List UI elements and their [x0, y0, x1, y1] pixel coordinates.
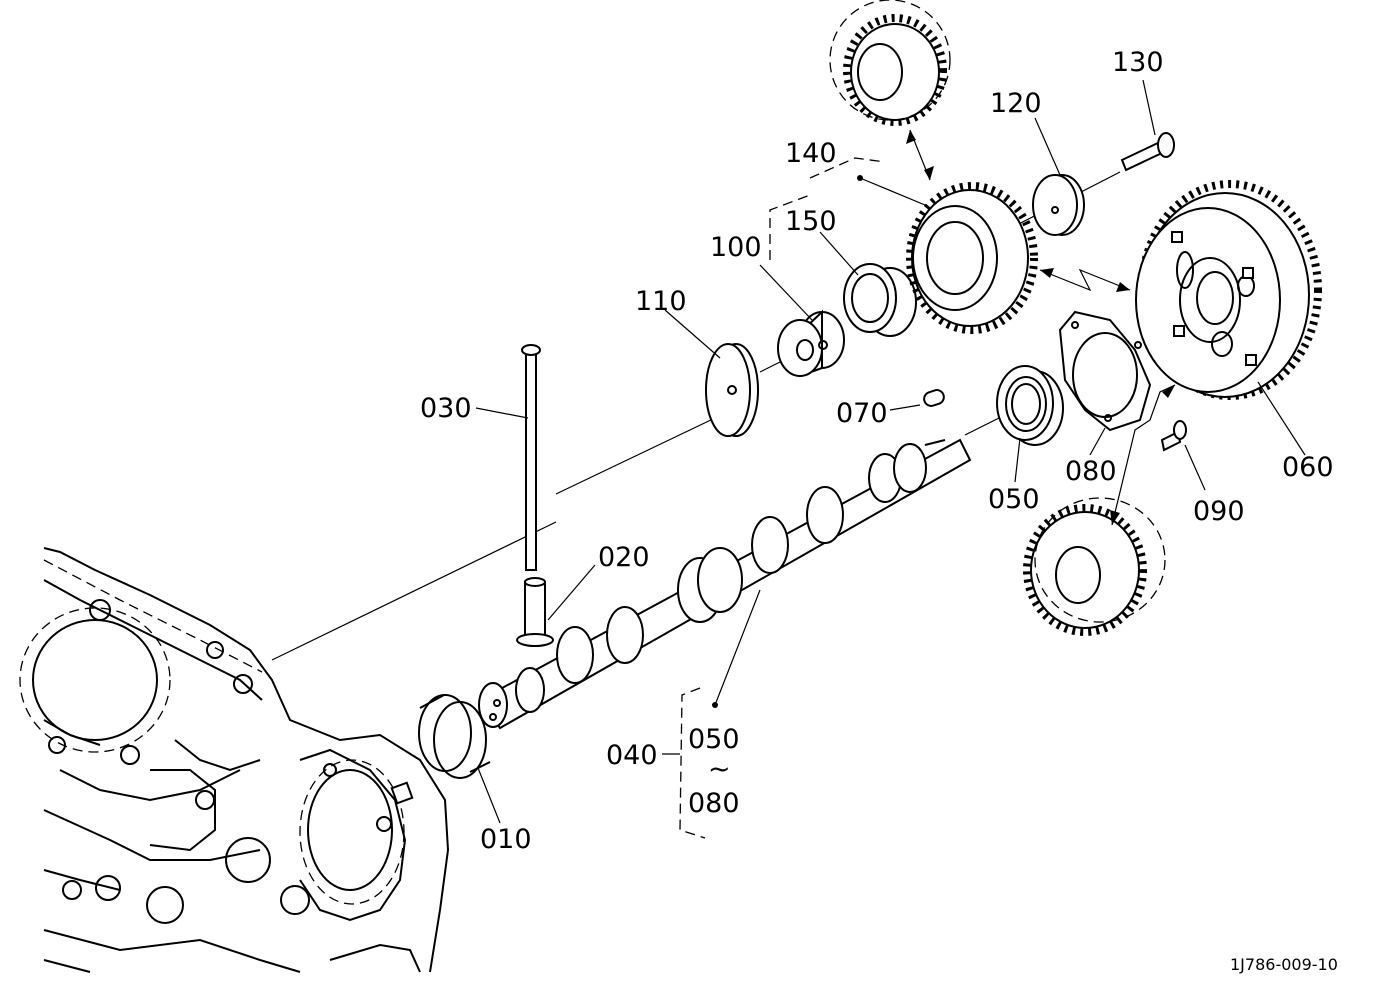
- label-080: 080: [1065, 456, 1117, 487]
- label-110: 110: [635, 286, 687, 317]
- label-010: 010: [480, 824, 532, 855]
- part-080-bearing-retainer-plate: [1058, 310, 1152, 432]
- label-060: 060: [1282, 452, 1334, 483]
- label-030: 030: [420, 393, 472, 424]
- part-130-idler-gear-bolt: [1120, 132, 1175, 172]
- part-140-idler-gear: [906, 182, 1038, 334]
- gear-mesh-arrows: [906, 129, 1176, 526]
- engine-block-illustration: [19, 547, 450, 973]
- part-010-bushing: [418, 694, 491, 779]
- part-040-camshaft: [478, 438, 972, 730]
- label-040: 040: [606, 740, 658, 771]
- part-120-idler-gear-plate: [1032, 174, 1085, 236]
- label-040-range-to: 080: [688, 788, 740, 819]
- part-090-bolt: [1160, 420, 1187, 452]
- document-number: 1J786-009-10: [1230, 955, 1338, 974]
- part-110-thrust-plate: [705, 343, 759, 437]
- label-070: 070: [836, 398, 888, 429]
- part-150-bushing: [843, 263, 917, 337]
- part-020-tappet: [516, 577, 554, 647]
- part-030-push-rod: [521, 344, 541, 571]
- label-120: 120: [990, 88, 1042, 119]
- part-100-idler-gear-shaft: [777, 309, 845, 378]
- part-labels: 010 020 030 040 050 ~ 080 050 060 070 08…: [420, 47, 1334, 855]
- label-090: 090: [1193, 496, 1245, 527]
- reference-gear-upper: [829, 0, 951, 126]
- group-bracket-040: [662, 687, 706, 839]
- label-050: 050: [988, 484, 1040, 515]
- leader-lines: [475, 79, 1306, 824]
- label-040-range-sep: ~: [708, 754, 731, 785]
- label-020: 020: [598, 542, 650, 573]
- label-150: 150: [785, 206, 837, 237]
- part-070-feather-key: [923, 389, 945, 407]
- group-bracket-140: [769, 157, 886, 260]
- part-050-ball-bearing: [996, 365, 1064, 446]
- label-040-range-from: 050: [688, 724, 740, 755]
- part-060-cam-gear: [1135, 180, 1322, 400]
- reference-gear-lower: [1023, 497, 1166, 636]
- label-130: 130: [1112, 47, 1164, 78]
- label-140: 140: [785, 138, 837, 169]
- label-100: 100: [710, 232, 762, 263]
